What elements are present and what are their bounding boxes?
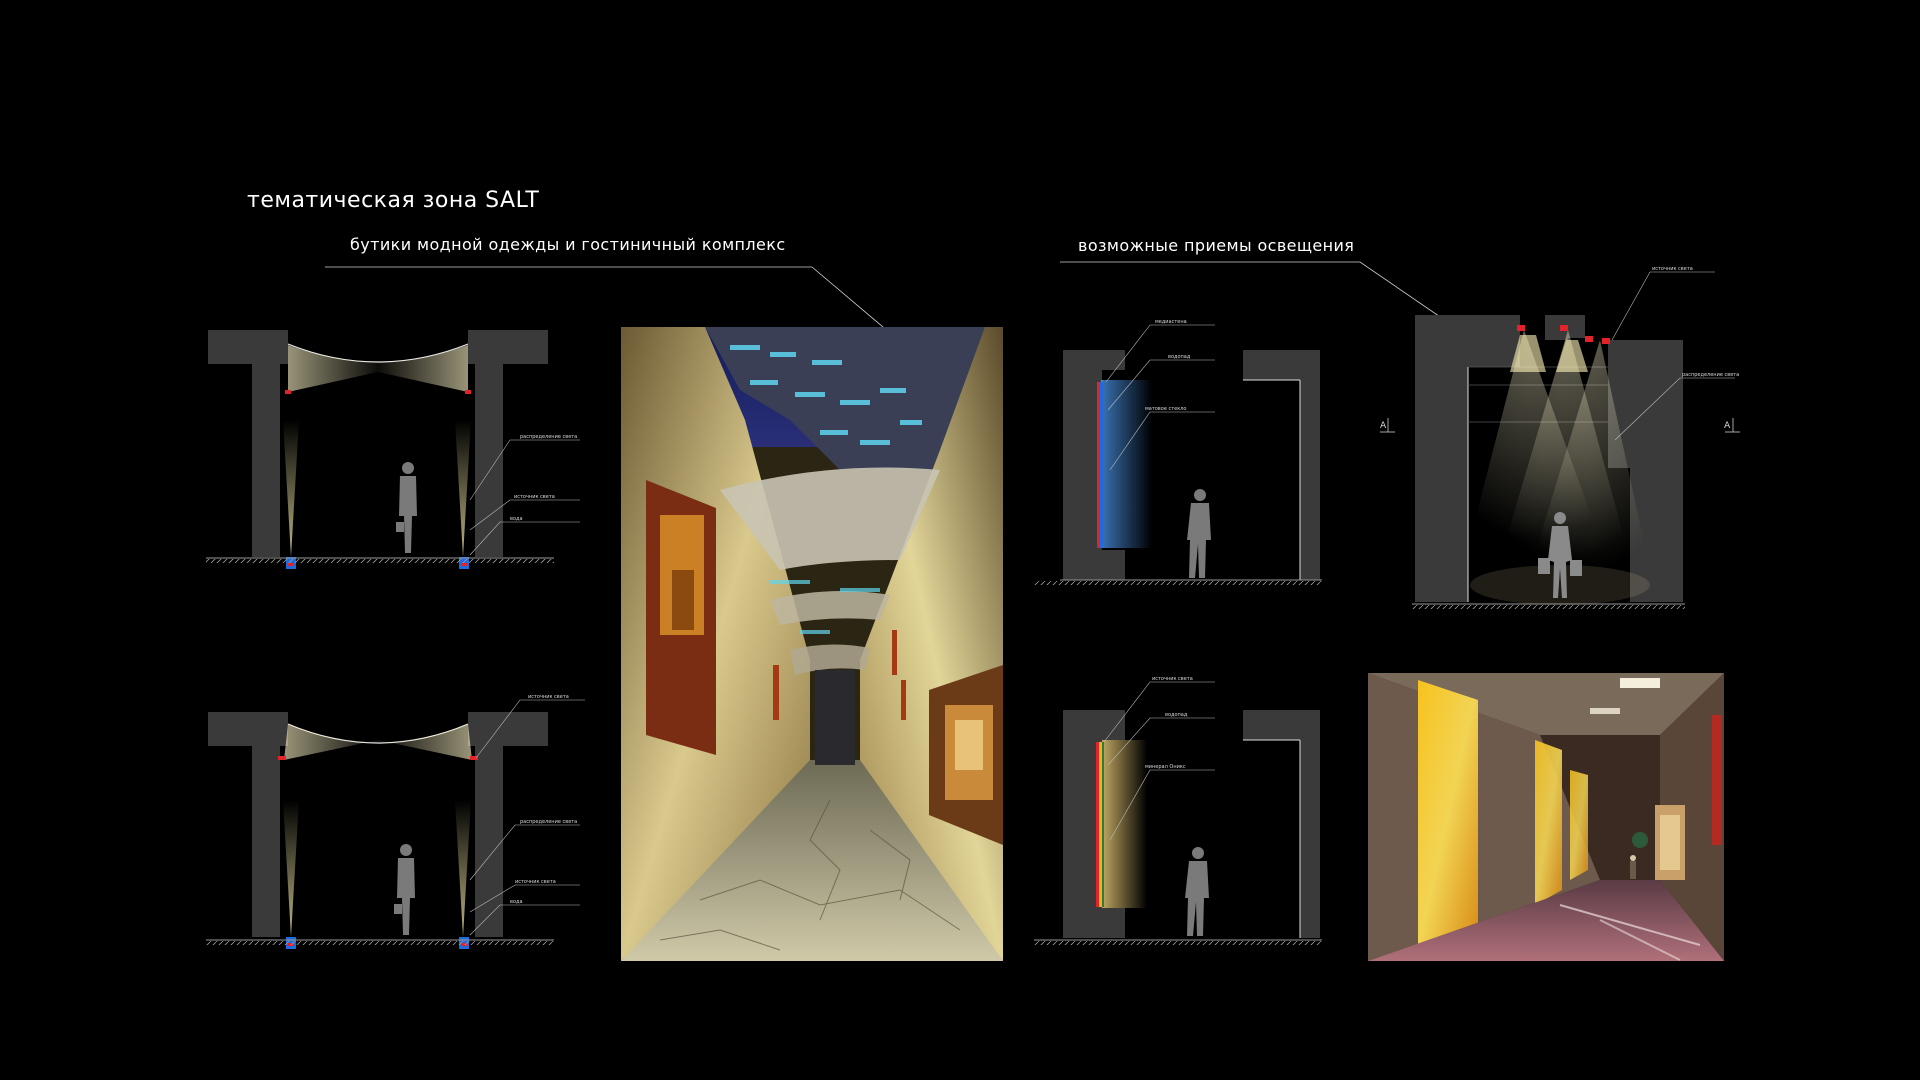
section-diagram-mid-top: медиастена водопад матовое стекло [1034, 319, 1322, 585]
onyx-panel [1418, 680, 1478, 950]
callout-label: распределение света [520, 434, 577, 440]
light-source [1602, 338, 1610, 344]
callout-label: водопад [1165, 712, 1188, 718]
section-diagram-bottom-left: источник света распределение света источ… [206, 694, 585, 949]
section-diagram-mid-bottom: источник света водопад минерал Оникс [1034, 676, 1322, 945]
callout-label: источник света [528, 694, 569, 700]
callout-label: распределение света [1682, 372, 1739, 378]
light-source [1560, 325, 1568, 331]
callout-label: матовое стекло [1145, 406, 1187, 412]
canopy-light [284, 724, 472, 760]
callout-label: водопад [1168, 354, 1191, 360]
onyx-wall-glow [1102, 740, 1147, 908]
media-wall-glow [1102, 380, 1152, 548]
light-source [1517, 325, 1525, 331]
right-wall [468, 330, 548, 557]
uplight [283, 420, 299, 557]
callout-label: источник света [514, 494, 555, 500]
leader-line [325, 266, 897, 339]
uplight [455, 800, 471, 937]
leader-line [1060, 261, 1469, 337]
callout-label: вода [510, 516, 523, 522]
callout-label: медиастена [1155, 319, 1187, 325]
section-marker-label: A [1380, 421, 1387, 431]
person-silhouette [1185, 847, 1209, 936]
section-diagram-top-left: распределение света источник света вода [206, 330, 580, 569]
subtitle-lighting: возможные приемы освещения [1078, 236, 1355, 255]
section-diagram-right: A A источник света распределение света [1380, 266, 1740, 609]
light-source [278, 756, 286, 760]
corridor-render-image [1368, 673, 1724, 961]
person-silhouette-shopper [1538, 512, 1582, 598]
light-source [285, 390, 291, 394]
canopy-light [288, 345, 468, 392]
person-silhouette [396, 462, 417, 553]
section-marker-left [1380, 418, 1395, 433]
uplight [455, 420, 471, 557]
section-marker-label: A [1724, 421, 1731, 431]
light-source [1585, 336, 1593, 342]
callout-label: источник света [1652, 266, 1693, 272]
callout-label: распределение света [520, 819, 577, 825]
alley-render-image [621, 327, 1003, 961]
callout-label: вода [510, 899, 523, 905]
person-silhouette [394, 844, 415, 935]
left-wall [208, 330, 288, 557]
light-source [470, 756, 478, 760]
callout-label: источник света [515, 879, 556, 885]
uplight [283, 800, 299, 937]
callout-label: минерал Оникс [1145, 764, 1186, 770]
section-marker-right [1725, 418, 1740, 433]
subtitle-boutiques: бутики модной одежды и гостиничный компл… [350, 235, 786, 254]
page-title: тематическая зона SALT [247, 188, 540, 213]
callout-label: источник света [1152, 676, 1193, 682]
light-source [465, 390, 471, 394]
person-silhouette [1187, 489, 1211, 578]
